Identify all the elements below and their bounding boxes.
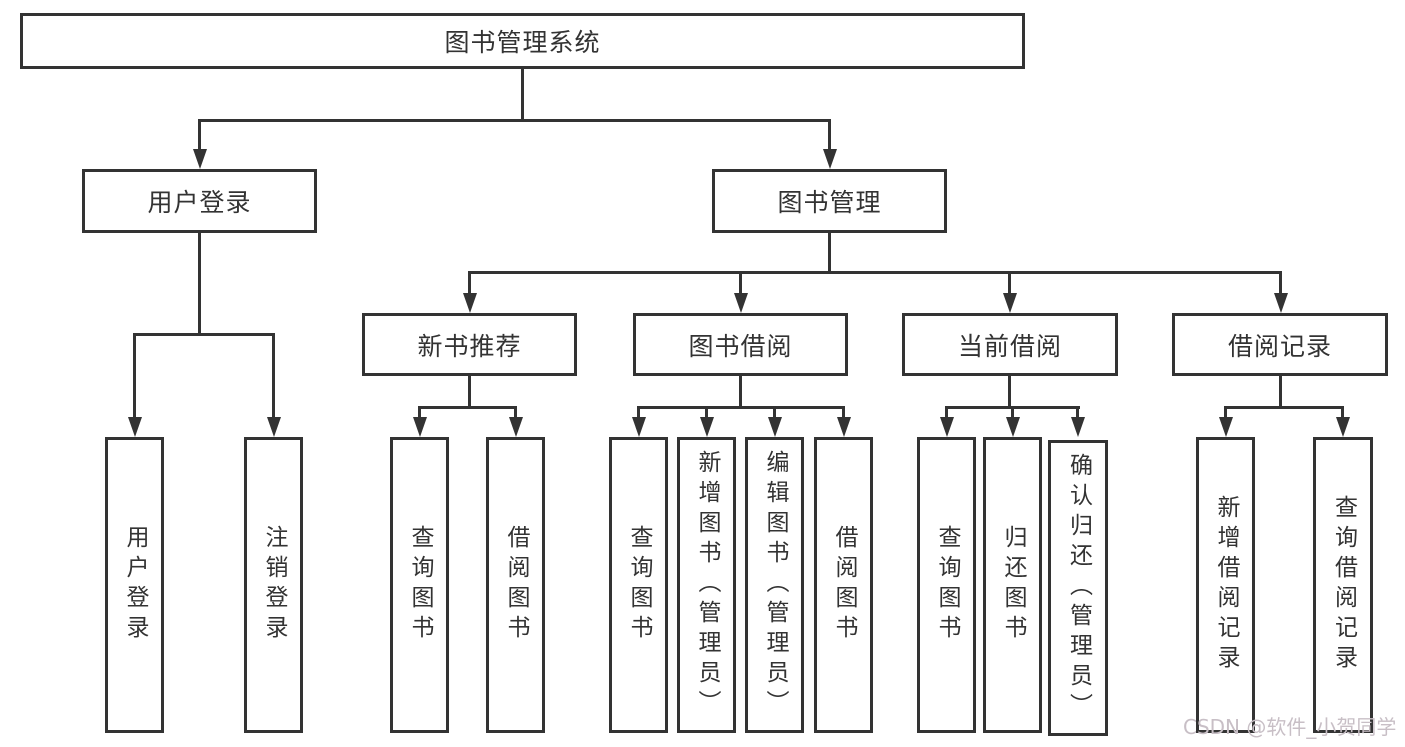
connector-line (945, 406, 948, 420)
arrowhead-icon (1006, 417, 1020, 437)
connector-line (637, 406, 640, 420)
leaf-label: 确认归还（管理员） (1065, 453, 1092, 723)
connector-line (1279, 376, 1282, 408)
leaf-label: 查询图书 (626, 525, 652, 645)
leaf-confirm-return-admin: 确认归还（管理员） (1048, 440, 1108, 736)
leaf-label: 查询图书 (407, 525, 433, 645)
connector-line (468, 376, 471, 408)
arrowhead-icon (463, 293, 477, 313)
node-label: 图书管理 (777, 188, 882, 217)
arrowhead-icon (700, 417, 714, 437)
node-book-borrowing: 图书借阅 (633, 313, 848, 376)
arrowhead-icon (128, 417, 142, 437)
leaf-label: 查询图书 (934, 525, 960, 645)
leaf-add-borrow-record: 新增借阅记录 (1196, 437, 1255, 733)
node-label: 当前借阅 (957, 331, 1062, 361)
connector-line (1008, 376, 1011, 408)
csdn-watermark: CSDN @软件_小贺同学 (1183, 715, 1397, 739)
connector-line (739, 271, 742, 297)
node-label: 图书借阅 (688, 331, 793, 361)
arrowhead-icon (1336, 417, 1350, 437)
node-user-login: 用户登录 (82, 169, 317, 233)
leaf-borrow-books: 借阅图书 (814, 437, 873, 733)
leaf-label: 新增借阅记录 (1213, 495, 1239, 675)
leaf-label: 新增图书（管理员） (694, 450, 720, 720)
node-label: 用户登录 (147, 188, 252, 217)
connector-line (828, 233, 831, 273)
connector-line (773, 406, 776, 420)
leaf-label: 编辑图书（管理员） (762, 450, 788, 720)
connector-line (1011, 406, 1014, 420)
node-label: 借阅记录 (1227, 331, 1332, 361)
connector-line (705, 406, 708, 420)
arrowhead-icon (193, 149, 207, 169)
connector-line (198, 119, 831, 122)
connector-line (739, 376, 742, 408)
leaf-add-books-admin: 新增图书（管理员） (677, 437, 736, 733)
node-borrowing-records: 借阅记录 (1172, 313, 1388, 376)
connector-line (1279, 271, 1282, 297)
leaf-user-login: 用户登录 (105, 437, 164, 733)
connector-line (418, 406, 421, 420)
connector-line (133, 333, 275, 336)
leaf-query-books: 查询图书 (917, 437, 976, 733)
connector-line (198, 233, 201, 335)
leaf-query-books: 查询图书 (609, 437, 668, 733)
arrowhead-icon (1071, 417, 1085, 437)
arrowhead-icon (734, 293, 748, 313)
leaf-label: 归还图书 (1000, 525, 1026, 645)
arrowhead-icon (1274, 293, 1288, 313)
arrowhead-icon (1219, 417, 1233, 437)
arrowhead-icon (267, 417, 281, 437)
leaf-logout-login: 注销登录 (244, 437, 303, 733)
connector-line (1341, 406, 1344, 420)
connector-line (272, 333, 275, 419)
arrowhead-icon (837, 417, 851, 437)
node-current-borrowing: 当前借阅 (902, 313, 1118, 376)
connector-line (418, 406, 517, 409)
node-book-management: 图书管理 (712, 169, 947, 233)
connector-line (637, 406, 845, 409)
leaf-label: 用户登录 (122, 525, 148, 645)
connector-line (514, 406, 517, 420)
connector-line (1224, 406, 1344, 409)
leaf-return-books: 归还图书 (983, 437, 1042, 733)
arrowhead-icon (509, 417, 523, 437)
leaf-label: 注销登录 (261, 525, 287, 645)
leaf-query-books: 查询图书 (390, 437, 449, 733)
connector-line (842, 406, 845, 420)
node-library-management-system: 图书管理系统 (20, 13, 1025, 69)
arrowhead-icon (768, 417, 782, 437)
connector-line (468, 271, 471, 297)
leaf-label: 查询借阅记录 (1330, 495, 1357, 675)
connector-line (828, 119, 831, 151)
leaf-borrow-books: 借阅图书 (486, 437, 545, 733)
arrowhead-icon (940, 417, 954, 437)
connector-line (198, 119, 201, 151)
node-label: 新书推荐 (417, 331, 522, 361)
node-new-book-recommend: 新书推荐 (362, 313, 577, 376)
arrowhead-icon (413, 417, 427, 437)
arrowhead-icon (823, 149, 837, 169)
arrowhead-icon (1003, 293, 1017, 313)
connector-line (1224, 406, 1227, 420)
connector-line (468, 271, 1282, 274)
node-label: 图书管理系统 (444, 28, 601, 57)
leaf-edit-books-admin: 编辑图书（管理员） (745, 437, 804, 733)
connector-line (521, 69, 524, 122)
leaf-label: 借阅图书 (831, 525, 857, 645)
leaf-query-borrow-record: 查询借阅记录 (1313, 437, 1373, 733)
leaf-label: 借阅图书 (503, 525, 529, 645)
arrowhead-icon (632, 417, 646, 437)
connector-line (1076, 406, 1079, 420)
connector-line (1008, 271, 1011, 297)
connector-line (133, 333, 136, 419)
